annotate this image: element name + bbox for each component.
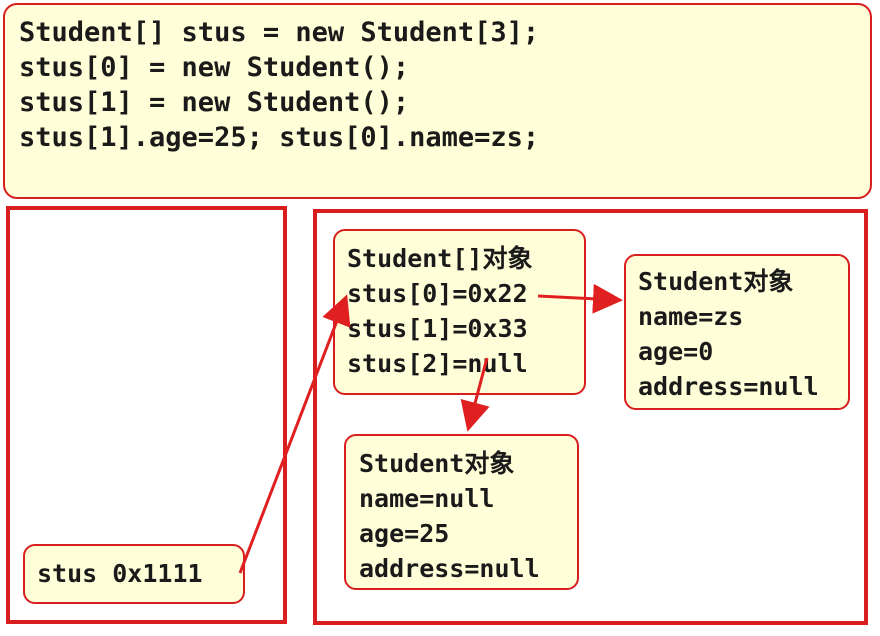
code-line: stus[1].age=25; stus[0].name=zs; [19,122,540,153]
student-object-box-2: Student对象 name=null age=25 address=null [344,434,579,590]
code-line: stus[1] = new Student(); [19,87,410,118]
student-field-address: address=null [359,554,540,583]
student-field-address: address=null [638,372,819,401]
code-line: Student[] stus = new Student[3]; [19,17,540,48]
student-field-age: age=0 [638,337,714,366]
student-field-age: age=25 [359,519,450,548]
student-field-name: name=zs [638,302,744,331]
array-element-0: stus[0]=0x22 [347,279,528,308]
student-object-title: Student对象 [359,449,515,478]
array-object-box: Student[]对象 stus[0]=0x22 stus[1]=0x33 st… [333,229,586,395]
code-panel: Student[] stus = new Student[3]; stus[0]… [3,3,872,199]
stack-variable-label: stus 0x1111 [37,559,203,588]
code-line: stus[0] = new Student(); [19,52,410,83]
array-element-2: stus[2]=null [347,349,528,378]
array-element-1: stus[1]=0x33 [347,314,528,343]
stack-variable-box: stus 0x1111 [23,544,245,604]
student-object-title: Student对象 [638,267,794,296]
student-field-name: name=null [359,484,495,513]
student-object-box-1: Student对象 name=zs age=0 address=null [624,254,850,410]
array-object-title: Student[]对象 [347,244,533,273]
